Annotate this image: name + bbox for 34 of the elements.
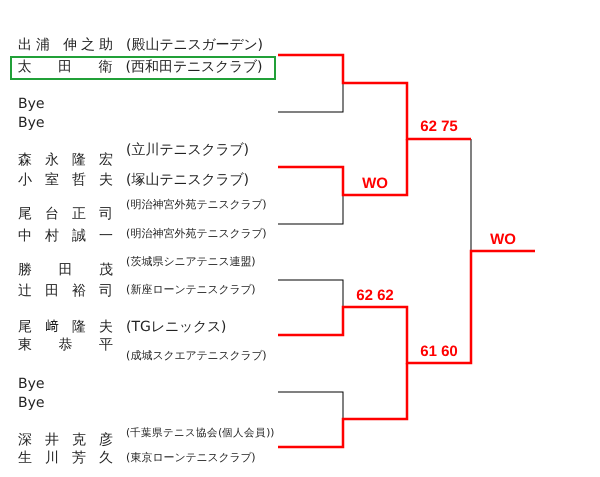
player-name: 小 室 哲 夫 bbox=[18, 171, 113, 189]
player-name: 森 永 隆 宏 bbox=[18, 151, 113, 169]
player-name: 尾 﨑 隆 夫 bbox=[18, 318, 113, 336]
club-name: (明治神宮外苑テニスクラブ) bbox=[126, 226, 267, 242]
match-score: WO bbox=[490, 231, 516, 249]
match-score: 62 75 bbox=[420, 118, 458, 136]
club-name: (茨城県シニアテニス連盟) bbox=[126, 254, 256, 270]
highlight-box bbox=[10, 56, 276, 80]
match-score: 61 60 bbox=[420, 343, 458, 361]
match-score: WO bbox=[362, 175, 388, 193]
match-score: 62 62 bbox=[356, 287, 394, 305]
player-name: 深 井 克 彦 bbox=[18, 431, 113, 449]
club-name: (塚山テニスクラブ) bbox=[126, 171, 249, 189]
player-name: 勝 田 茂 bbox=[18, 261, 113, 279]
player-name: 東 恭 平 bbox=[18, 336, 113, 354]
bye-entry: Bye bbox=[18, 95, 46, 113]
bye-entry: Bye bbox=[18, 114, 46, 132]
club-name: (成城スクエアテニスクラブ) bbox=[126, 348, 267, 364]
player-name: 生 川 芳 久 bbox=[18, 449, 113, 467]
club-name: (千葉県テニス協会(個人会員)) bbox=[126, 426, 274, 441]
club-name: (殿山テニスガーデン) bbox=[126, 36, 263, 54]
bye-entry: Bye bbox=[18, 375, 46, 393]
player-name: 出浦 伸之助 bbox=[18, 36, 113, 54]
club-name: (立川テニスクラブ) bbox=[126, 141, 249, 159]
club-name: (明治神宮外苑テニスクラブ) bbox=[126, 197, 267, 213]
club-name: (西和田テニスクラブ) bbox=[126, 58, 262, 76]
player-name: 辻 田 裕 司 bbox=[18, 282, 113, 300]
player-name: 尾 台 正 司 bbox=[18, 205, 113, 223]
club-name: (TGレニックス) bbox=[126, 318, 226, 336]
club-name: (新座ローンテニスクラブ) bbox=[126, 282, 256, 298]
player-name: 太 田 衛 bbox=[18, 58, 112, 76]
club-name: (東京ローンテニスクラブ) bbox=[126, 450, 256, 466]
player-name: 中 村 誠 一 bbox=[18, 227, 113, 245]
bye-entry: Bye bbox=[18, 394, 46, 412]
